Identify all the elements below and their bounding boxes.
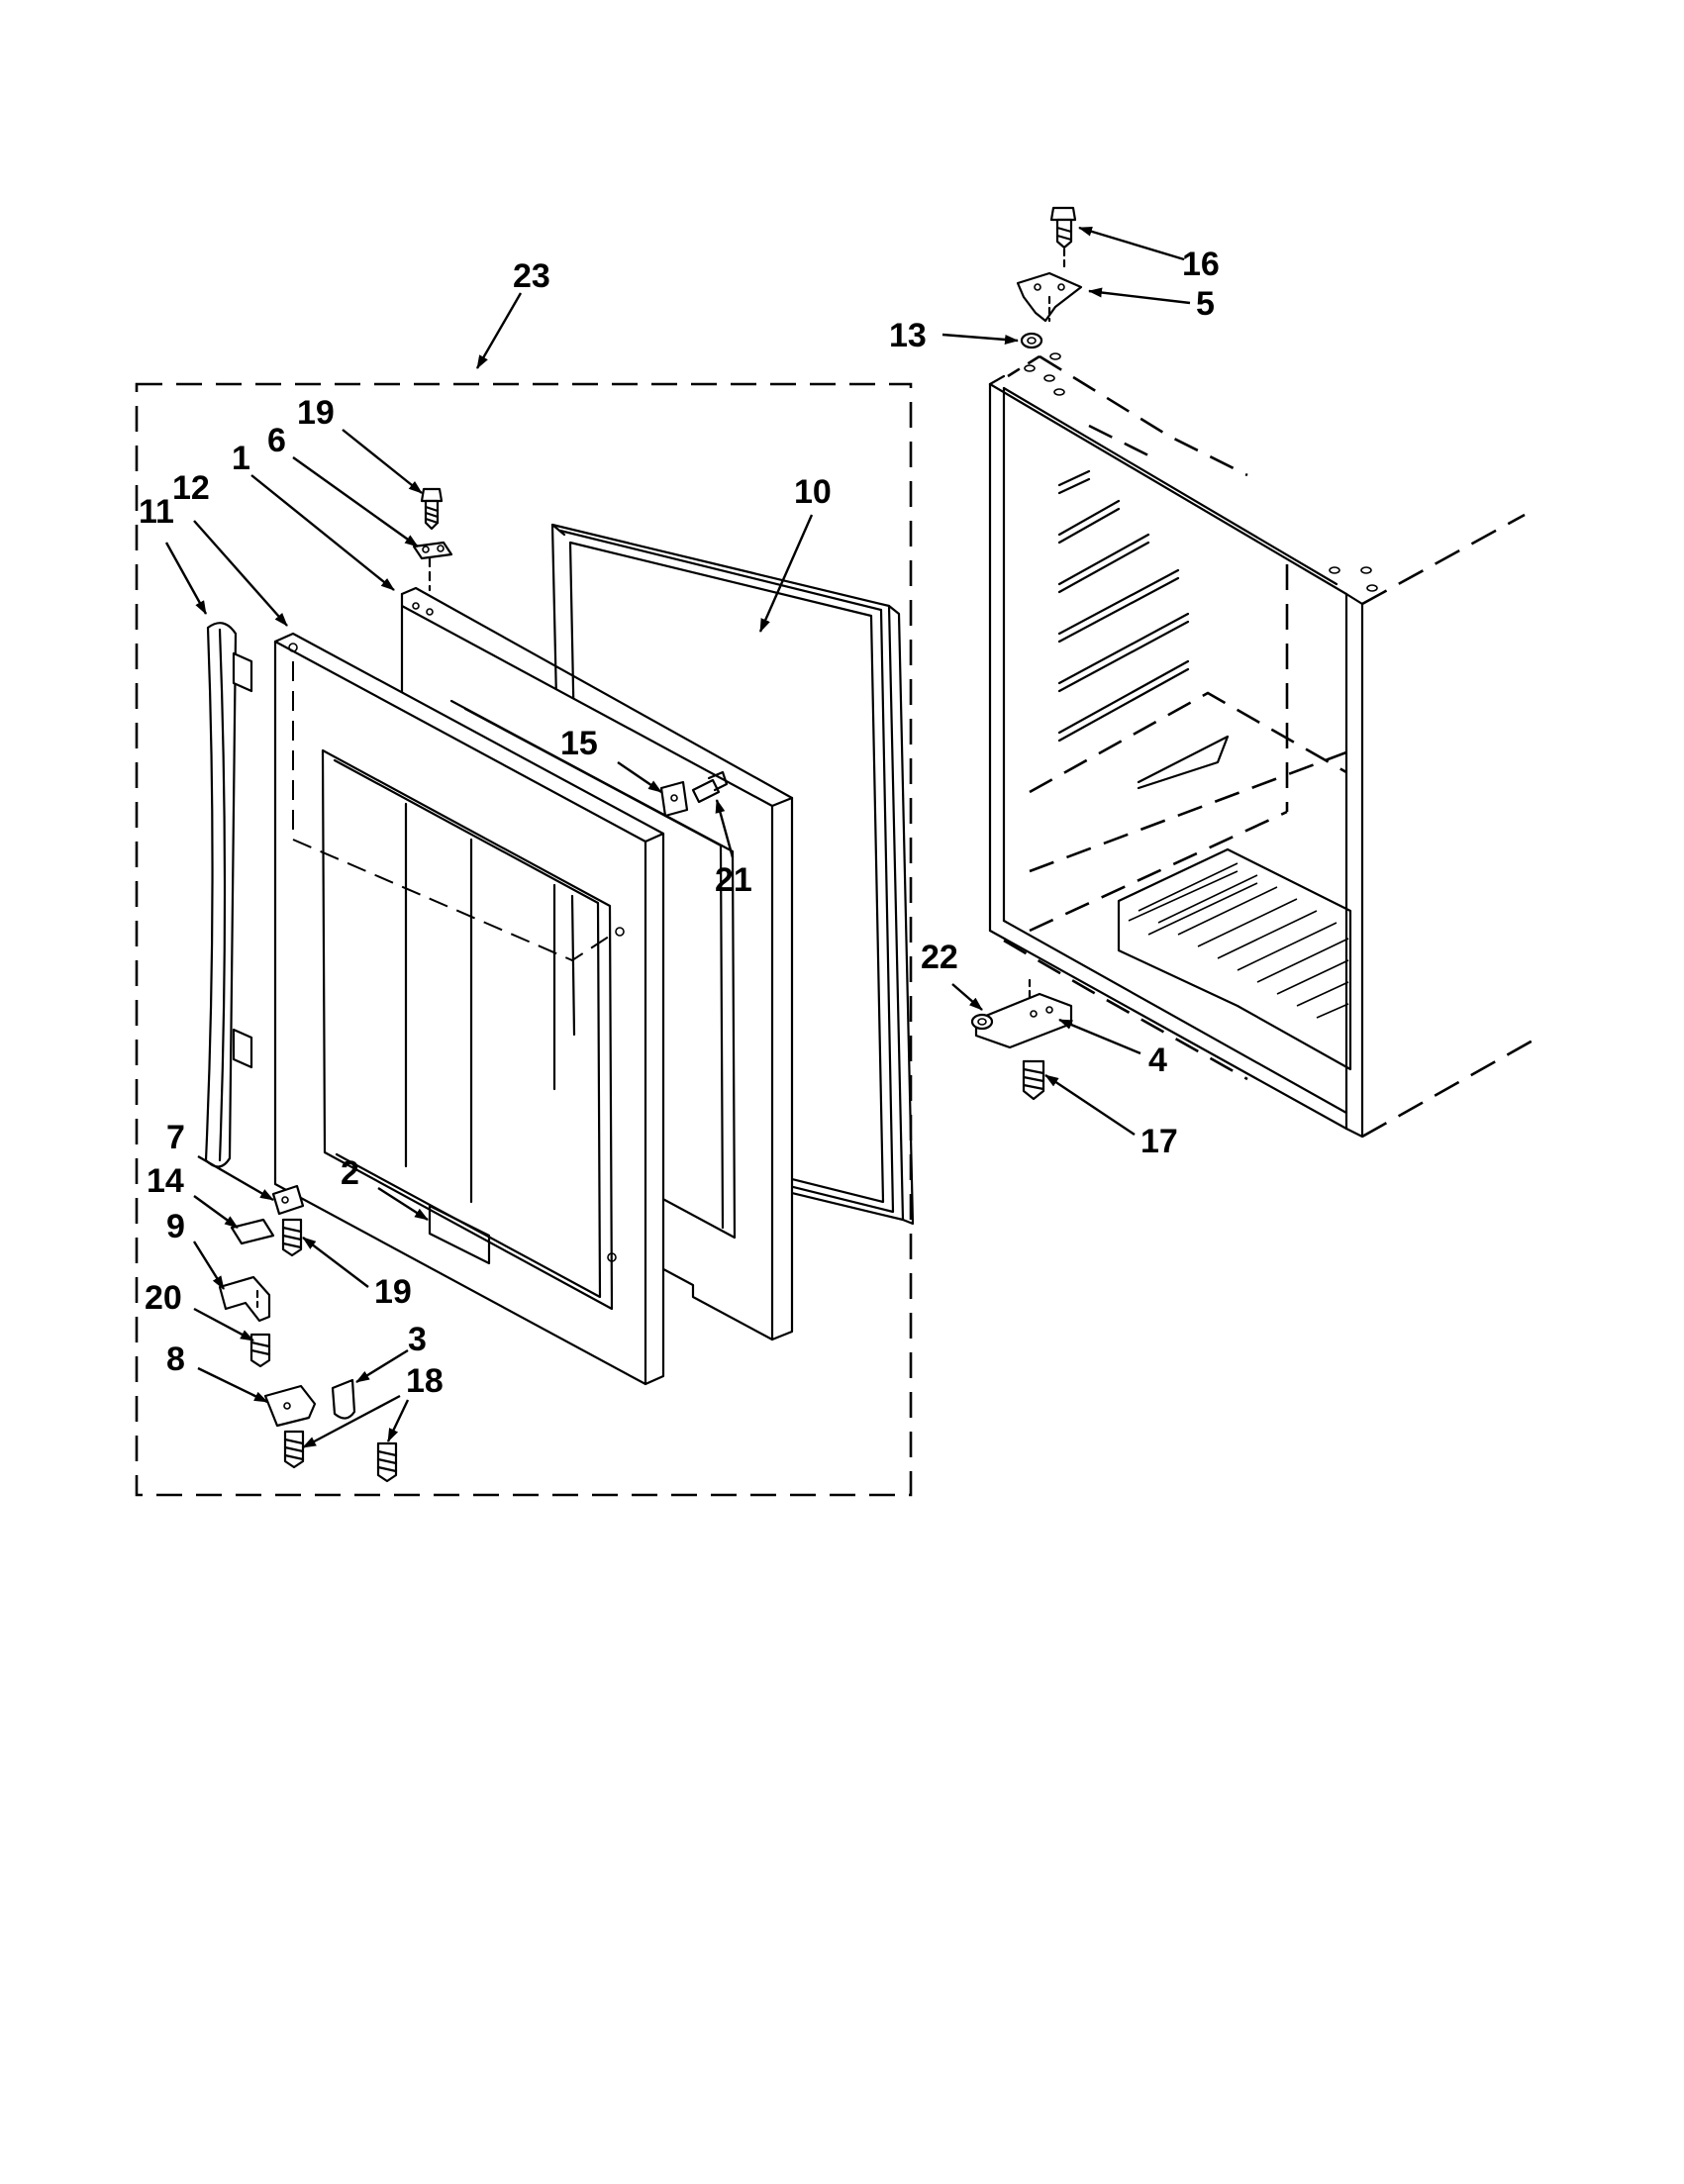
lower-hinge-plate — [263, 1384, 317, 1428]
callout-8: 8 — [166, 1340, 185, 1378]
callout-9: 9 — [166, 1208, 185, 1245]
callout-4: 4 — [1148, 1042, 1167, 1079]
callout-16: 16 — [1182, 246, 1220, 283]
callout-5: 5 — [1196, 285, 1215, 323]
callout-12: 12 — [172, 469, 210, 507]
callout-18: 18 — [406, 1362, 444, 1400]
cabinet-top-screw — [1049, 206, 1077, 269]
loose-screw — [376, 1441, 398, 1483]
bottom-hinge-bracket — [271, 1184, 305, 1216]
callout-20: 20 — [145, 1279, 182, 1317]
callout-13: 13 — [889, 317, 927, 354]
cabinet-bottom-screw — [1022, 1059, 1045, 1101]
handle-alignment-line — [292, 661, 613, 962]
callout-2: 2 — [341, 1154, 359, 1192]
callout-21: 21 — [715, 861, 752, 899]
hinge-cover — [230, 1218, 275, 1245]
callout-23: 23 — [513, 257, 550, 295]
callout-6: 6 — [267, 422, 286, 459]
callout-3: 3 — [408, 1321, 427, 1358]
hinge-washer — [1020, 332, 1043, 349]
callout-labels: 23 16 5 13 19 6 12 1 11 10 15 21 22 4 17… — [139, 246, 1220, 1400]
callout-17: 17 — [1140, 1123, 1178, 1160]
door-handle — [204, 622, 253, 1168]
callout-19-top: 19 — [297, 394, 335, 432]
cabinet — [988, 352, 1535, 1139]
callout-7: 7 — [166, 1119, 185, 1156]
hinge-cap — [331, 1378, 356, 1420]
callout-15: 15 — [560, 725, 598, 762]
top-door-screw — [420, 487, 444, 531]
door-assembly-boundary — [135, 382, 913, 1497]
bottom-hinge-washer — [970, 1013, 994, 1031]
callout-10: 10 — [794, 473, 832, 511]
bottom-hinge-screw — [281, 1218, 303, 1257]
callout-19-bottom: 19 — [374, 1273, 412, 1311]
callout-22: 22 — [921, 939, 958, 976]
callout-14: 14 — [147, 1162, 184, 1200]
hinge-block — [218, 1275, 271, 1323]
clip-screw — [691, 770, 729, 804]
cabinet-top-hinge — [1016, 271, 1083, 323]
hinge-block-screw — [249, 1333, 271, 1368]
cabinet-bottom-hinge — [974, 978, 1073, 1049]
lower-plate-screw — [283, 1430, 305, 1469]
callout-11: 11 — [139, 493, 174, 531]
leader-lines — [164, 226, 1191, 1449]
top-door-hinge — [412, 541, 453, 592]
clip — [659, 780, 689, 818]
door-frame — [273, 632, 665, 1386]
callout-1: 1 — [232, 440, 250, 477]
